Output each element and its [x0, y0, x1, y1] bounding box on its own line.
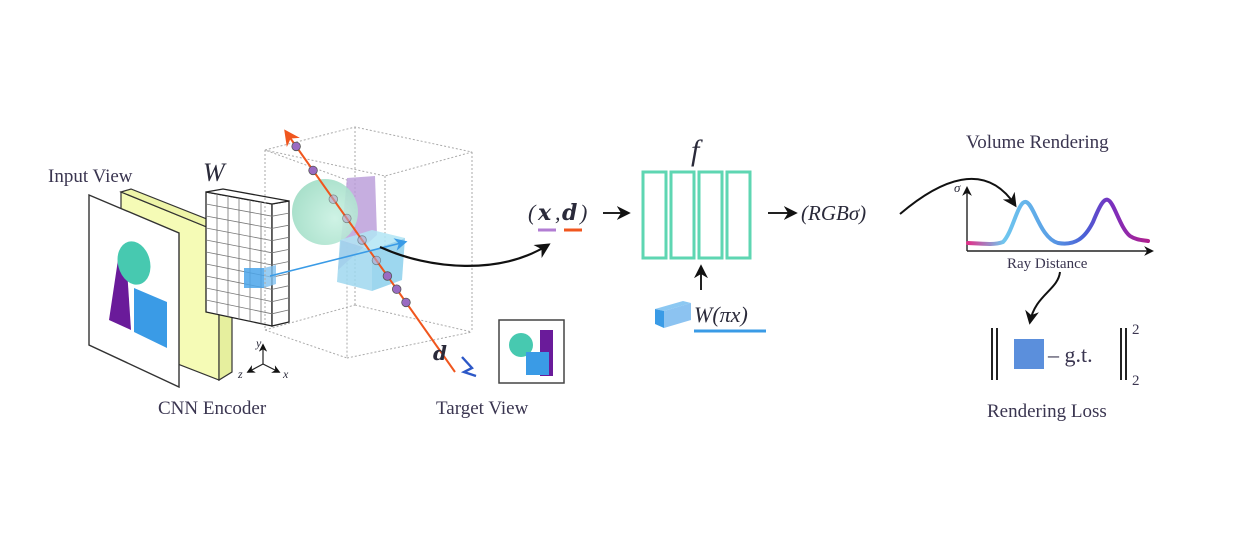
render-to-loss-arrow [1025, 271, 1061, 325]
query-comma: , [555, 200, 561, 225]
rendering-loss-label: Rendering Loss [987, 401, 1107, 422]
input-image [88, 193, 180, 389]
mlp-network [641, 170, 752, 260]
input-view-group: Input View W y z [48, 158, 290, 419]
target-view-image [498, 319, 565, 384]
mlp-layer [669, 170, 696, 260]
feature-query-label: W(πx) [694, 302, 748, 327]
ray-sample-point [391, 284, 402, 294]
norm-subscript: 2 [1132, 373, 1140, 389]
output-to-render-arrow [899, 178, 1017, 215]
ray-sample-point [291, 141, 301, 152]
minus-gt-label: – g.t. [1047, 342, 1093, 367]
axis-x-label: x [282, 367, 289, 381]
axis-z-label: z [237, 367, 243, 381]
query-input: ( x , d ) [528, 200, 587, 232]
mlp-layer [725, 170, 752, 260]
scene-volume: d Target View [264, 126, 565, 419]
mlp-layer [697, 170, 724, 260]
target-camera-icon [460, 356, 477, 378]
density-plot: σ Ray Distance [954, 180, 1154, 272]
feature-grid-volume [205, 188, 290, 327]
coordinate-axes: y z x [237, 336, 289, 381]
ray-distance-label: Ray Distance [1007, 256, 1088, 272]
feature-sample-cube [244, 268, 264, 288]
query-arrow [379, 243, 551, 267]
volume-rendering-title: Volume Rendering [966, 132, 1109, 153]
query-d: d [562, 200, 577, 226]
ray-sample-point [371, 255, 382, 266]
ray-sample-point [328, 194, 339, 204]
query-open-paren: ( [528, 200, 537, 225]
cnn-encoder-label: CNN Encoder [158, 398, 267, 419]
rendering-loss: – g.t. 2 2 Rendering Loss [987, 322, 1140, 422]
ray-sample-point [357, 235, 367, 245]
axis-y-label: y [255, 336, 262, 350]
network-output-label: (RGBσ) [801, 201, 866, 225]
input-view-label: Input View [48, 166, 133, 187]
direction-symbol: d [433, 341, 447, 365]
mlp-layer [641, 170, 668, 260]
norm-superscript: 2 [1132, 322, 1140, 338]
teal-sphere-object [292, 179, 358, 245]
feature-grid-symbol: W [203, 158, 227, 187]
network-symbol: f [691, 134, 703, 167]
ray-sample-point [401, 297, 411, 308]
feature-query: W(πx) [655, 301, 766, 333]
ray-sample-points [291, 141, 411, 308]
ray-sample-point [342, 213, 352, 224]
rendered-pixel [1014, 339, 1044, 369]
query-close-paren: ) [578, 200, 587, 225]
sigma-axis-label: σ [954, 180, 961, 195]
blue-square-shape [134, 288, 167, 348]
target-view-label: Target View [436, 398, 529, 419]
blue-cube-object [337, 230, 405, 291]
teal-circle-shape [117, 241, 151, 285]
ray-sample-point [382, 271, 393, 281]
density-curve [966, 197, 1150, 246]
query-x: x [537, 200, 552, 226]
ray-sample-point [308, 165, 318, 176]
